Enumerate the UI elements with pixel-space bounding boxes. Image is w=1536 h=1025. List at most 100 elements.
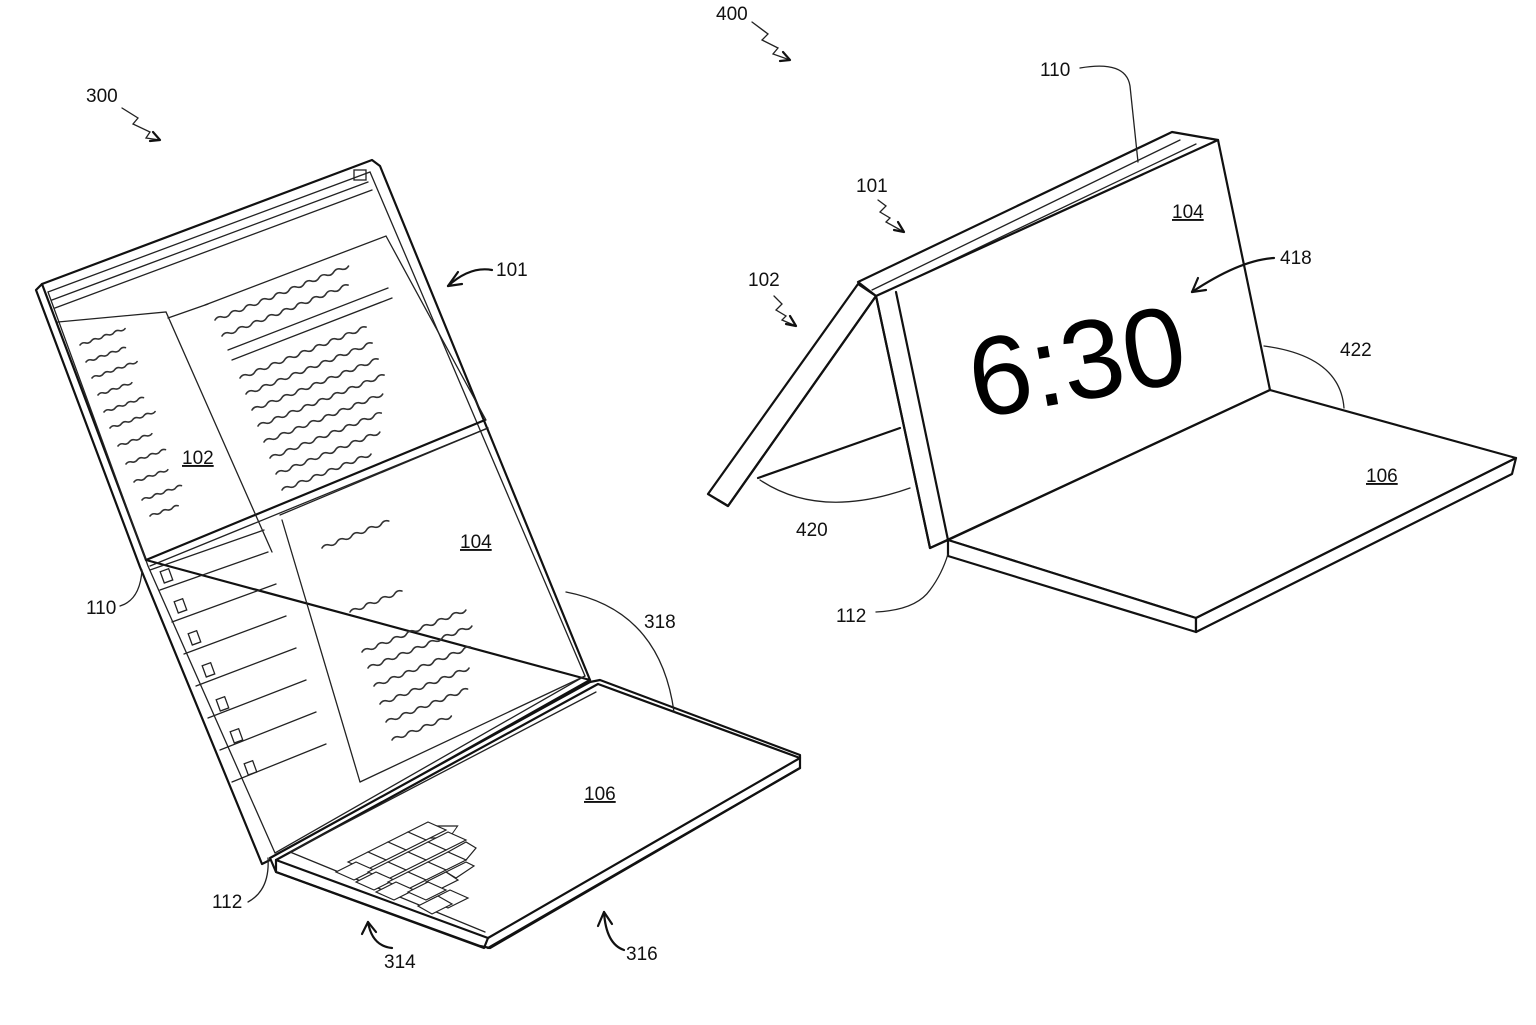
- text-line: [385, 687, 469, 723]
- leader-316: [602, 910, 626, 952]
- text-line: [361, 609, 467, 653]
- leader-110: [1079, 65, 1139, 163]
- sidebar-border: [57, 311, 273, 553]
- label-112: 112: [836, 606, 866, 627]
- list-top-rule: [149, 529, 265, 571]
- checkbox-icon: [215, 695, 230, 712]
- figure-400-arrow: [751, 21, 791, 61]
- label-418: 418: [1280, 248, 1312, 269]
- list-row-rule: [219, 711, 317, 751]
- leader-314-arrowhead: [360, 920, 378, 936]
- keyboard-deck-inset: [289, 691, 597, 853]
- figure-300: 300 101 102 104 110 318 106 112 314 316: [34, 86, 802, 973]
- leader-112: [875, 553, 949, 613]
- sidebar-line: [149, 504, 179, 517]
- window-close-icon: [353, 169, 367, 181]
- leader-110: [119, 569, 143, 607]
- window-header-line: [51, 181, 369, 301]
- checkbox-icon: [159, 567, 174, 584]
- text-line: [263, 393, 384, 443]
- leader-418-arrowhead: [1190, 276, 1208, 294]
- text-line: [214, 265, 350, 321]
- label-110: 110: [1040, 60, 1070, 81]
- angle-arc-318: [565, 591, 675, 713]
- label-101: 101: [496, 260, 528, 281]
- label-112: 112: [212, 892, 242, 913]
- keyboard-deck-bottom: [486, 766, 802, 950]
- list-row-rule: [159, 551, 269, 591]
- label-104: 104: [460, 532, 492, 553]
- key: [416, 895, 454, 915]
- figure-300-arrow: [121, 107, 161, 141]
- label-420: 420: [796, 520, 828, 541]
- text-line: [281, 453, 372, 491]
- label-102: 102: [748, 270, 780, 291]
- left-panel-edge: [716, 294, 878, 508]
- content-panel-border: [204, 235, 487, 421]
- label-318: 318: [644, 612, 676, 633]
- base-right-edge: [1194, 456, 1518, 634]
- sidebar-line: [103, 396, 145, 413]
- checkbox-icon: [229, 727, 244, 744]
- leader-418: [1190, 256, 1276, 294]
- text-line: [257, 373, 385, 427]
- figure-400-arrowhead: [778, 50, 792, 63]
- sidebar-line: [125, 448, 167, 465]
- text-line: [367, 625, 473, 669]
- angle-arc-422: [1263, 345, 1345, 409]
- list-row-rule: [183, 615, 287, 655]
- content-box-line: [227, 287, 389, 351]
- label-314: 314: [384, 952, 416, 973]
- screen-bezel: [47, 171, 586, 854]
- lower-panel-divider: [281, 519, 361, 783]
- left-panel-inner-edge: [756, 426, 902, 480]
- text-line: [251, 357, 379, 411]
- text-line: [391, 715, 453, 741]
- checkbox-icon: [173, 597, 188, 614]
- sidebar-line: [141, 484, 183, 501]
- label-101: 101: [856, 176, 888, 197]
- leader-102: [773, 295, 797, 327]
- text-line: [379, 667, 470, 705]
- leader-316-arrowhead: [596, 910, 614, 928]
- label-110: 110: [86, 598, 116, 619]
- checkbox-icon: [187, 629, 202, 646]
- label-422: 422: [1340, 340, 1372, 361]
- sidebar-top-rule: [167, 303, 209, 319]
- key: [406, 881, 448, 901]
- display-panel-edge: [874, 294, 950, 550]
- keyboard-deck-top: [274, 682, 802, 940]
- display-panel-bezel-left: [894, 290, 950, 542]
- sidebar-line: [133, 468, 169, 483]
- sidebar-line: [85, 346, 127, 363]
- leader-101-arrowhead: [892, 220, 906, 234]
- text-line: [275, 431, 381, 475]
- lower-panel-top: [279, 427, 489, 516]
- text-line: [269, 411, 383, 459]
- content-box-line-2: [231, 297, 393, 361]
- text-line: [321, 519, 390, 549]
- figure-300-number: 300: [86, 86, 118, 107]
- leader-101-arrowhead: [446, 270, 464, 288]
- list-row-rule: [171, 583, 277, 623]
- list-row-rule: [231, 743, 327, 783]
- screen-fold-line: [144, 418, 487, 562]
- sidebar-line: [109, 410, 156, 429]
- keyboard-keys: [334, 821, 477, 915]
- list-row-rule: [195, 647, 297, 687]
- sidebar-line: [79, 327, 126, 346]
- list-rows: [159, 551, 327, 783]
- ridge-line-1: [871, 139, 1181, 291]
- text-line: [239, 325, 367, 379]
- label-102: 102: [182, 448, 214, 469]
- text-line: [245, 341, 373, 395]
- figure-400: 6:30 400 110 101 104 418 102 422 106 420…: [706, 4, 1518, 634]
- label-106: 106: [584, 784, 616, 805]
- label-104: 104: [1172, 202, 1204, 223]
- figure-400-number: 400: [716, 4, 748, 25]
- leader-101: [446, 268, 494, 288]
- list-row-rule: [207, 679, 307, 719]
- label-106: 106: [1366, 466, 1398, 487]
